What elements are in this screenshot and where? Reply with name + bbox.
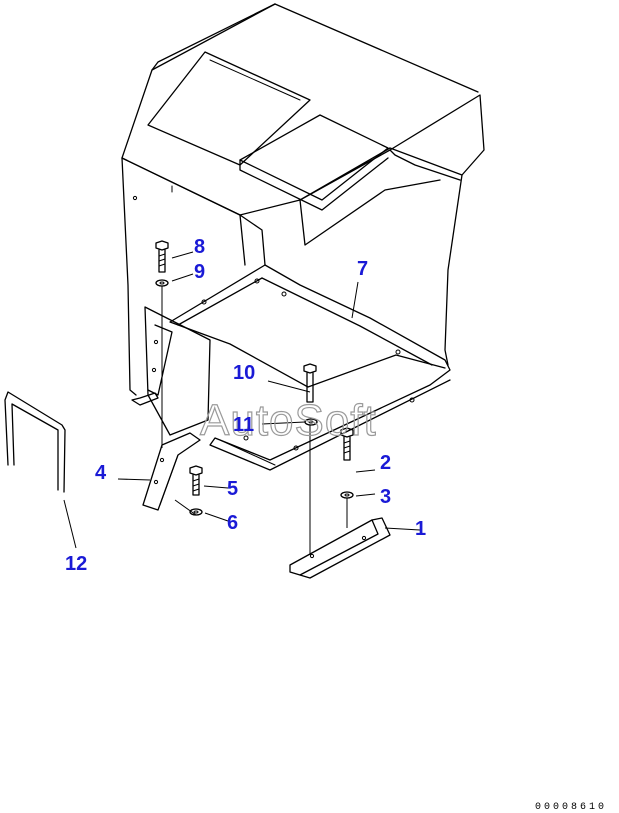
washer-9 bbox=[155, 279, 169, 287]
part-label-6: 6 bbox=[227, 512, 238, 534]
part-label-11: 11 bbox=[233, 414, 254, 436]
part-label-9: 9 bbox=[194, 261, 205, 283]
watermark-text: AutoSoft bbox=[200, 396, 377, 445]
part-label-4: 4 bbox=[95, 462, 107, 484]
bolt-8 bbox=[155, 240, 169, 273]
part-label-2: 2 bbox=[380, 452, 391, 474]
part-label-10: 10 bbox=[233, 362, 255, 384]
floor-frame bbox=[169, 264, 451, 471]
bracket-1 bbox=[289, 517, 391, 579]
part-label-7: 7 bbox=[357, 258, 368, 280]
drawing-code: 00008610 bbox=[535, 802, 607, 813]
part-label-1: 1 bbox=[415, 518, 426, 540]
part-label-12: 12 bbox=[65, 553, 87, 575]
part-label-3: 3 bbox=[380, 486, 391, 508]
leader-lines bbox=[63, 251, 421, 555]
washer-3 bbox=[340, 491, 354, 499]
bracket-4 bbox=[142, 432, 201, 511]
bolt-2 bbox=[340, 427, 354, 461]
bolt-10 bbox=[303, 363, 317, 403]
bolt-5 bbox=[189, 465, 203, 496]
part-label-5: 5 bbox=[227, 478, 238, 500]
part-label-8: 8 bbox=[194, 236, 205, 258]
side-panel bbox=[144, 306, 211, 436]
u-rod-12 bbox=[4, 391, 66, 493]
cab-body bbox=[121, 3, 485, 406]
